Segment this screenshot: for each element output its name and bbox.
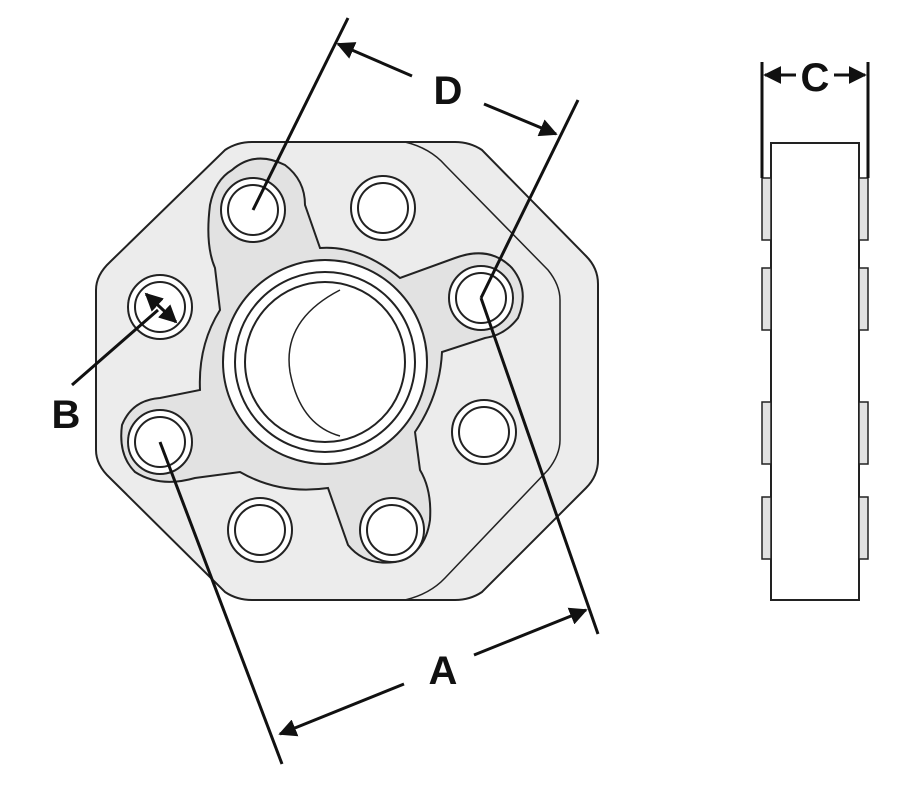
side-stud-right-4 (858, 496, 869, 560)
side-body (770, 142, 860, 601)
side-stud-left-4 (761, 496, 772, 560)
side-stud-left-2 (761, 267, 772, 331)
dimension-a-extension-left (158, 441, 284, 765)
side-stud-right-1 (858, 177, 869, 241)
center-bore-inner (244, 281, 406, 443)
front-view: D A B (52, 17, 600, 765)
dimension-a-line-right (473, 607, 588, 657)
dimension-b-label: B (52, 393, 81, 437)
center-bore-shading-arc (288, 289, 341, 437)
side-stud-right-2 (858, 267, 869, 331)
side-stud-left-3 (761, 401, 772, 465)
dimension-d-label: D (434, 69, 463, 113)
adapter-seam-line (404, 141, 561, 601)
side-stud-right-3 (858, 401, 869, 465)
dimension-d-line-left (336, 42, 413, 78)
dimension-a (158, 297, 600, 765)
dimension-c (760, 62, 870, 178)
side-stud-left-1 (761, 177, 772, 241)
side-view: C (760, 56, 870, 601)
dimension-d-extension-right (479, 99, 580, 299)
side-studs (761, 177, 869, 560)
dimension-a-extension-right (479, 297, 600, 635)
dimension-b (71, 292, 178, 387)
dimension-a-line-left (278, 682, 405, 737)
dimension-d-line-right (483, 102, 558, 137)
dimension-a-label: A (429, 649, 458, 693)
dimension-b-diameter (144, 292, 178, 324)
dimension-d (251, 17, 580, 299)
dimension-c-label: C (801, 56, 830, 100)
dimension-b-leader (71, 308, 159, 387)
dimension-d-extension-left (251, 17, 350, 211)
